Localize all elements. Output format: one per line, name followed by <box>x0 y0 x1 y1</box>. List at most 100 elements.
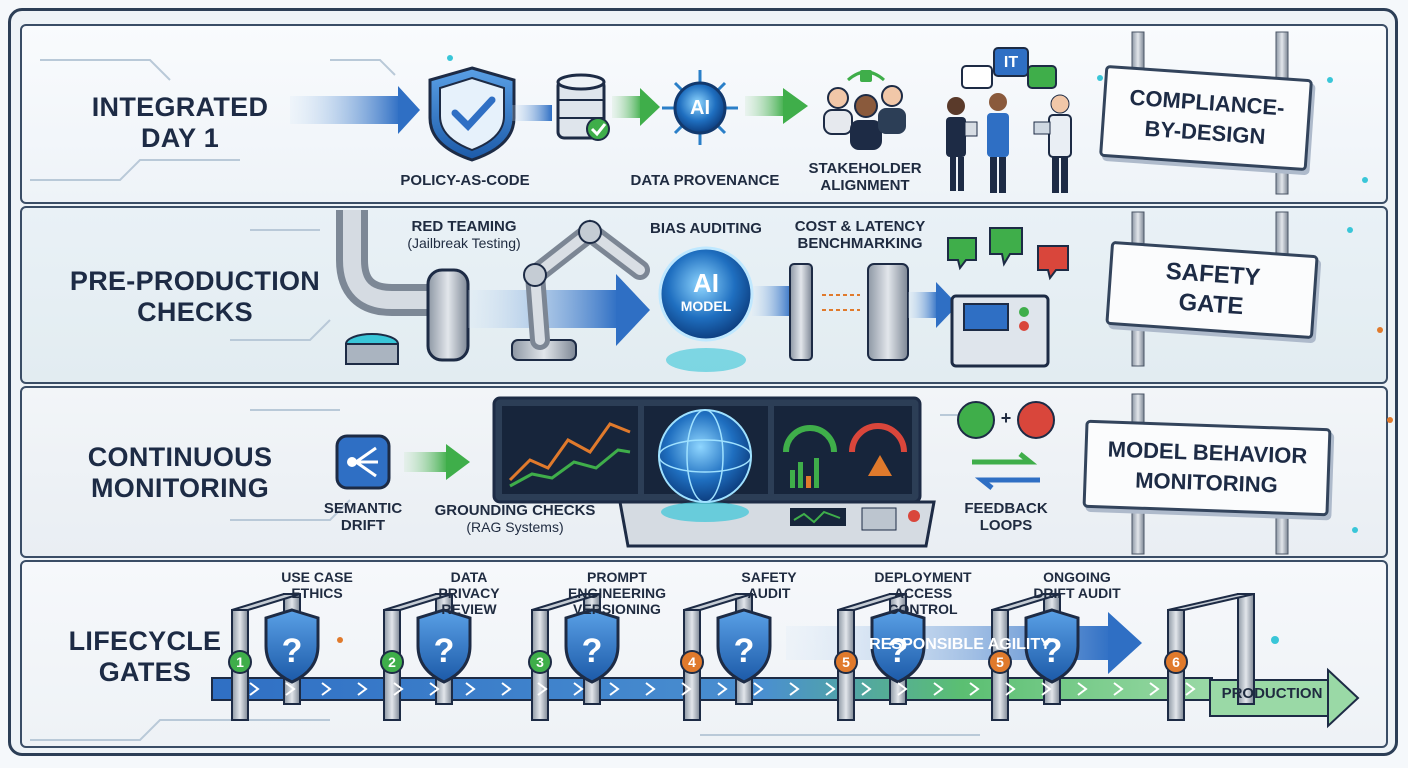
shield-check-icon <box>428 66 516 162</box>
label-bias-auditing: BIAS AUDITING <box>650 220 762 237</box>
ai-hub-icon <box>662 70 738 145</box>
track-chevron <box>1149 682 1160 696</box>
track-chevron <box>789 682 800 696</box>
track-chevron <box>969 682 980 696</box>
track-chevron <box>501 682 512 696</box>
model-word-text: MODEL <box>680 298 732 314</box>
robot-arm-icon <box>511 219 650 361</box>
track-chevron <box>285 682 296 696</box>
label-production: PRODUCTION <box>1221 685 1323 702</box>
shield-question-icon: ? <box>264 608 320 684</box>
question-mark-text: ? <box>888 632 909 670</box>
label-responsible-agility: RESPONSIBLE AGILITY <box>869 636 1051 653</box>
gate-number-text: 4 <box>688 654 696 670</box>
question-mark-text: ? <box>1042 632 1063 670</box>
ai-model-orb-icon <box>658 246 754 372</box>
gate-number-badge <box>834 650 858 674</box>
track-chevron <box>1185 682 1196 696</box>
gate-number-badge <box>380 650 404 674</box>
gate-number-text: 3 <box>536 654 544 670</box>
track-chevron <box>537 682 548 696</box>
track-chevron <box>429 682 440 696</box>
semantic-drift-icon <box>335 434 391 490</box>
model-ai-text: AI <box>693 268 719 298</box>
shield-question-icon: ? <box>716 608 772 684</box>
track-chevron <box>825 682 836 696</box>
gate-number-text: 1 <box>236 654 244 670</box>
track-chevron <box>1113 682 1124 696</box>
track-chevron <box>717 682 728 696</box>
shield-question-icon: ? <box>870 608 926 684</box>
globe-icon <box>658 409 752 522</box>
track-chevron <box>1041 682 1052 696</box>
track-chevron <box>573 682 584 696</box>
ai-badge-text: AI <box>690 97 710 119</box>
track-chevron <box>897 682 908 696</box>
track-chevron <box>609 682 620 696</box>
people-icon <box>823 70 1072 193</box>
track-chevron <box>357 682 368 696</box>
gates-layer: ? 1? 2? 3? 4? 5? 5 6 <box>228 593 1255 721</box>
thumbs-down-icon <box>1017 401 1055 439</box>
question-mark-text: ? <box>582 632 603 670</box>
gate-number-text: 2 <box>388 654 396 670</box>
chat-bubble-it: IT <box>1003 54 1019 71</box>
track-chevron <box>933 682 944 696</box>
track-chevron <box>1077 682 1088 696</box>
gate-number-badge <box>228 650 252 674</box>
label-grounding-checks: GROUNDING CHECKS(RAG Systems) <box>434 502 596 535</box>
feedback-plus: + <box>1000 408 1012 428</box>
track-chevron <box>1005 682 1016 696</box>
database-icon <box>556 73 610 141</box>
question-mark-text: ? <box>282 632 303 670</box>
track-chevron <box>861 682 872 696</box>
scanner-gate-icon <box>789 263 909 361</box>
sign-compliance-by-design: COMPLIANCE-BY-DESIGN <box>1099 64 1313 172</box>
shield-question-icon: ? <box>564 608 620 684</box>
gate-number-badge <box>1164 650 1188 674</box>
gate-number-text: 5 <box>842 654 850 670</box>
track-chevron <box>249 682 260 696</box>
track-chevron <box>393 682 404 696</box>
track-chevron <box>321 682 332 696</box>
control-panel-icon <box>947 227 1069 368</box>
shield-question-icon: ? <box>1024 608 1080 684</box>
track-chevron <box>465 682 476 696</box>
question-mark-text: ? <box>434 632 455 670</box>
gate-number-text: 5 <box>996 654 1004 670</box>
gate-number-text: 6 <box>1172 654 1180 670</box>
track-chevron <box>681 682 692 696</box>
lifecycle-track <box>211 677 1213 701</box>
loop-arrows-icon <box>972 452 1040 490</box>
label-policy-as-code: POLICY-AS-CODE <box>400 172 530 189</box>
thumbs-up-icon <box>957 401 995 439</box>
label-data-provenance: DATA PROVENANCE <box>630 172 780 189</box>
gate-number-badge <box>988 650 1012 674</box>
gate-number-badge <box>528 650 552 674</box>
gate-number-badge <box>680 650 704 674</box>
sparkle-dots <box>337 55 1393 644</box>
track-chevron <box>645 682 656 696</box>
shield-question-icon: ? <box>416 608 472 684</box>
pipe-icon <box>336 210 440 365</box>
label-red-teaming: RED TEAMING(Jailbreak Testing) <box>407 218 521 251</box>
chat-bubble-icon <box>961 47 1057 89</box>
flow-arrow-1 <box>290 96 400 124</box>
